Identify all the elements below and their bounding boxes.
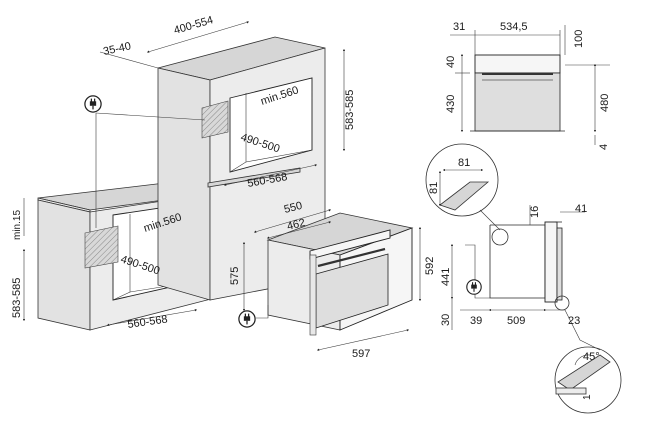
col-offset-label: 35-40 — [102, 40, 132, 58]
dimension-lines — [22, 21, 610, 351]
corner-a-label: 81 — [458, 157, 470, 169]
col-width-label: 400-554 — [173, 14, 215, 37]
side-left-label: 39 — [470, 315, 482, 327]
front-left-offset-label: 31 — [453, 21, 465, 33]
corner-b-label: 81 — [428, 182, 440, 194]
side-door-label: 23 — [568, 315, 580, 327]
angle-label: 45° — [583, 351, 600, 363]
oven-height-body-label: 575 — [229, 267, 241, 285]
left-niche-width-label: 560-568 — [127, 313, 169, 331]
side-view — [465, 221, 563, 303]
front-total-label: 480 — [599, 94, 611, 112]
detail-corner — [425, 143, 509, 246]
side-top-label: 16 — [529, 206, 541, 218]
front-width-label: 534,5 — [500, 21, 528, 33]
oven-depth-body-label: 462 — [286, 217, 307, 233]
left-depth-label: 583-585 — [11, 278, 23, 318]
side-depth-label: 509 — [507, 315, 525, 327]
angle-gap-label: 1 — [582, 394, 593, 400]
left-min-height-label: min.15 — [12, 210, 23, 240]
front-bottom-gap-label: 4 — [598, 144, 610, 150]
oven-width-label: 597 — [352, 348, 370, 360]
col-niche-height-label: 583-585 — [344, 90, 356, 130]
oven-height-total-label: 592 — [424, 257, 436, 275]
front-view — [470, 54, 565, 132]
detail-angle — [554, 295, 622, 414]
plug-icon — [238, 305, 269, 328]
plug-icon — [466, 279, 482, 295]
front-panel-label: 40 — [445, 56, 457, 68]
side-height-label: 441 — [440, 268, 452, 286]
side-right-label: 41 — [575, 203, 587, 215]
plug-icon — [84, 95, 206, 228]
front-top-gap-label: 100 — [573, 30, 585, 48]
oven-3d — [266, 212, 414, 336]
front-body-label: 430 — [445, 95, 457, 113]
oven-depth-total-label: 550 — [283, 200, 304, 216]
side-base-label: 30 — [440, 314, 452, 326]
